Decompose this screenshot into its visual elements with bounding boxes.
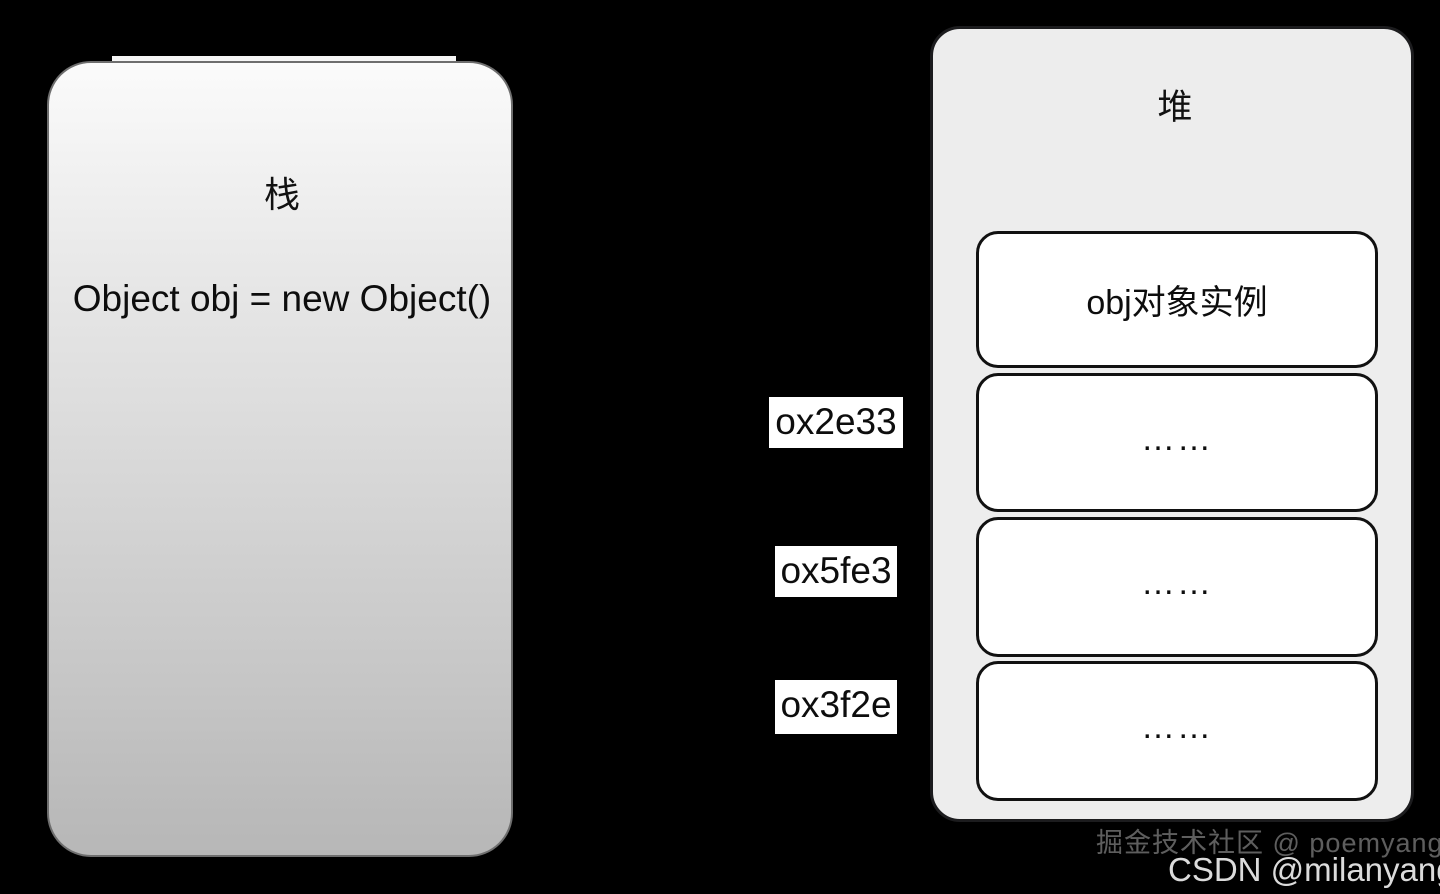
address-label-3: ox3f2e: [775, 680, 897, 734]
heap-cell-empty-2: ……: [976, 517, 1378, 657]
address-label-2: ox5fe3: [775, 546, 897, 597]
stack-code-statement: Object obj = new Object(): [72, 278, 492, 319]
heap-cell-label: obj对象实例: [1086, 284, 1268, 322]
heap-cell-empty-3: ……: [976, 661, 1378, 801]
stack-title: 栈: [263, 174, 300, 215]
heap-cell-object-instance: obj对象实例: [976, 231, 1378, 368]
stack-top-strip: [112, 56, 456, 63]
watermark-csdn: CSDN @milanyangoo: [1168, 851, 1440, 888]
watermark-juejin: 掘金技术社区 @ poemyang: [1096, 828, 1440, 858]
heap-title: 堆: [1157, 88, 1193, 127]
heap-cell-label: ……: [1141, 708, 1213, 746]
heap-cell-label: ……: [1141, 564, 1213, 602]
heap-cell-label: ……: [1141, 419, 1213, 458]
heap-panel: 堆 obj对象实例 …… …… ……: [930, 26, 1414, 822]
address-label-1: ox2e33: [769, 397, 903, 448]
heap-cell-empty-1: ……: [976, 373, 1378, 512]
stack-panel: 栈 Object obj = new Object(): [47, 61, 513, 857]
